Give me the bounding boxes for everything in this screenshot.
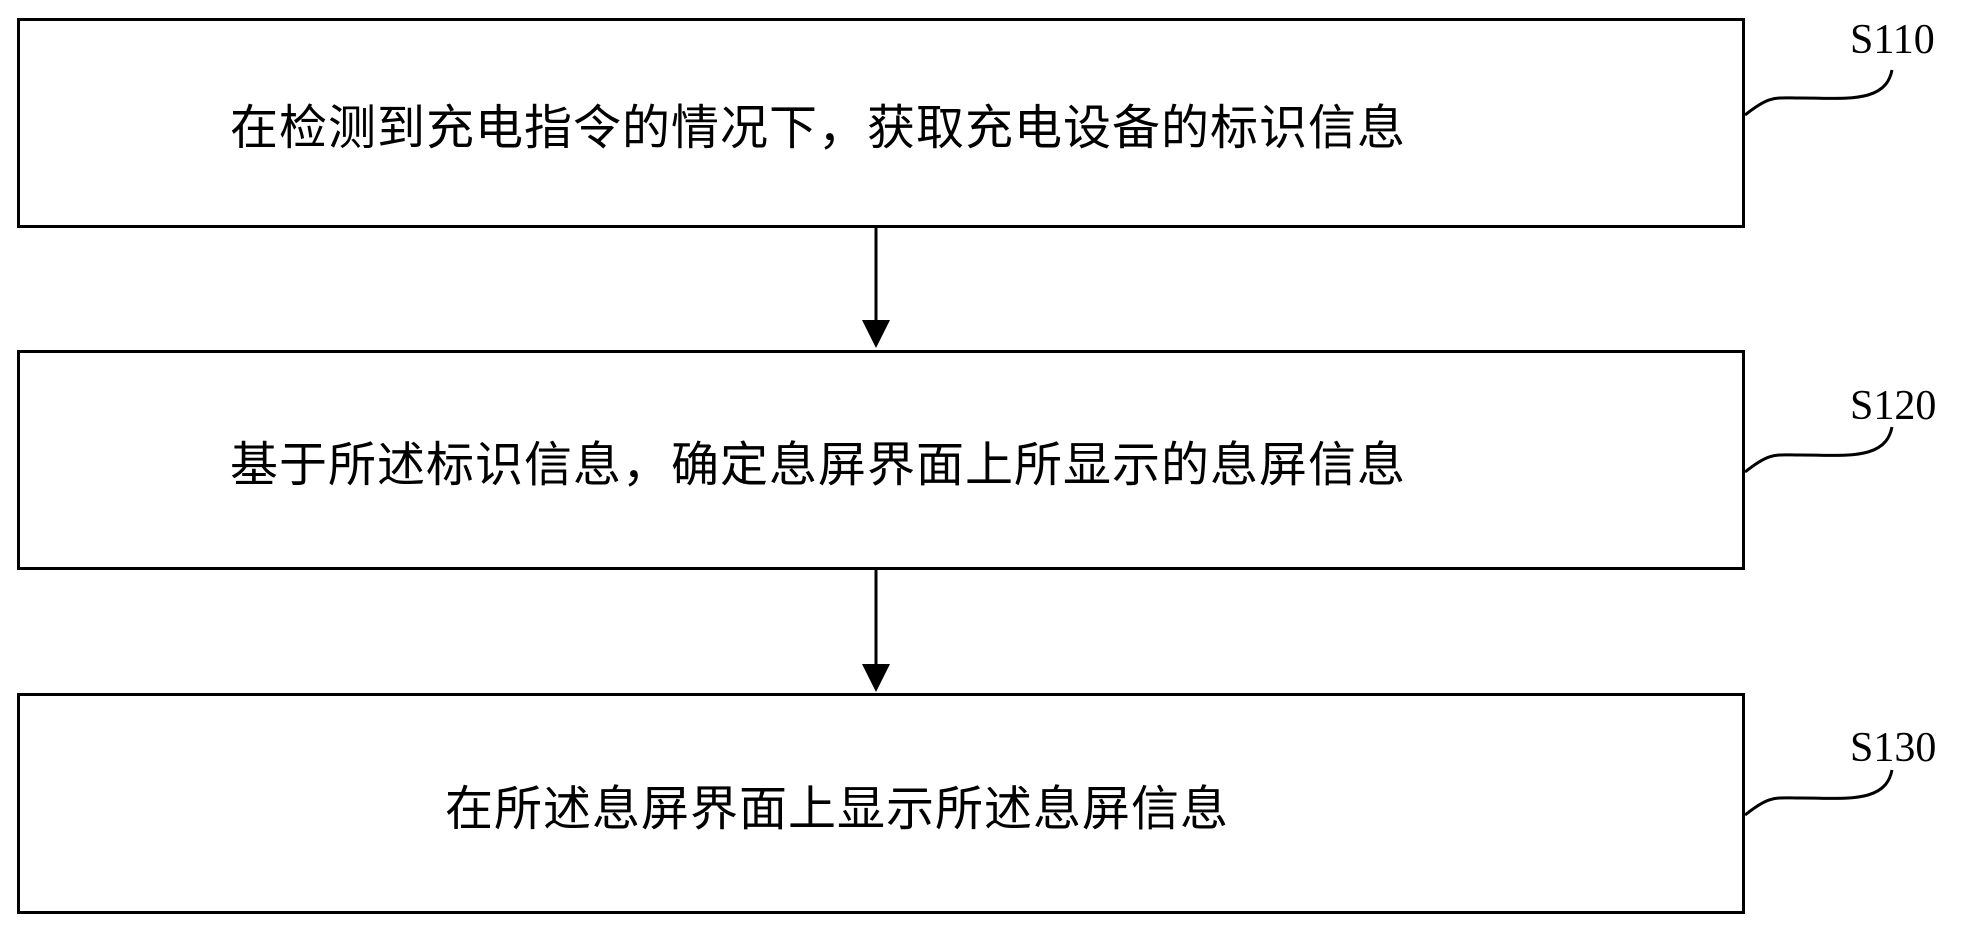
step-label-s110: S110: [1850, 17, 1935, 63]
step-text-s120: 基于所述标识信息，确定息屏界面上所显示的息屏信息: [230, 437, 1407, 493]
step-box-s130: 在所述息屏界面上显示所述息屏信息: [17, 693, 1745, 914]
leader-line-s110: [1744, 69, 1894, 117]
step-label-s120: S120: [1850, 383, 1937, 429]
step-box-s110: 在检测到充电指令的情况下，获取充电设备的标识信息: [17, 18, 1745, 228]
step-box-s120: 基于所述标识信息，确定息屏界面上所显示的息屏信息: [17, 350, 1745, 570]
arrow-s120-to-s130: [862, 570, 890, 692]
leader-line-s130: [1744, 769, 1894, 817]
leader-line-s120: [1744, 426, 1894, 474]
step-text-s130: 在所述息屏界面上显示所述息屏信息: [445, 780, 1230, 837]
arrow-s110-to-s120: [862, 228, 890, 348]
step-label-s130: S130: [1850, 725, 1937, 771]
step-text-s110: 在检测到充电指令的情况下，获取充电设备的标识信息: [230, 100, 1407, 156]
